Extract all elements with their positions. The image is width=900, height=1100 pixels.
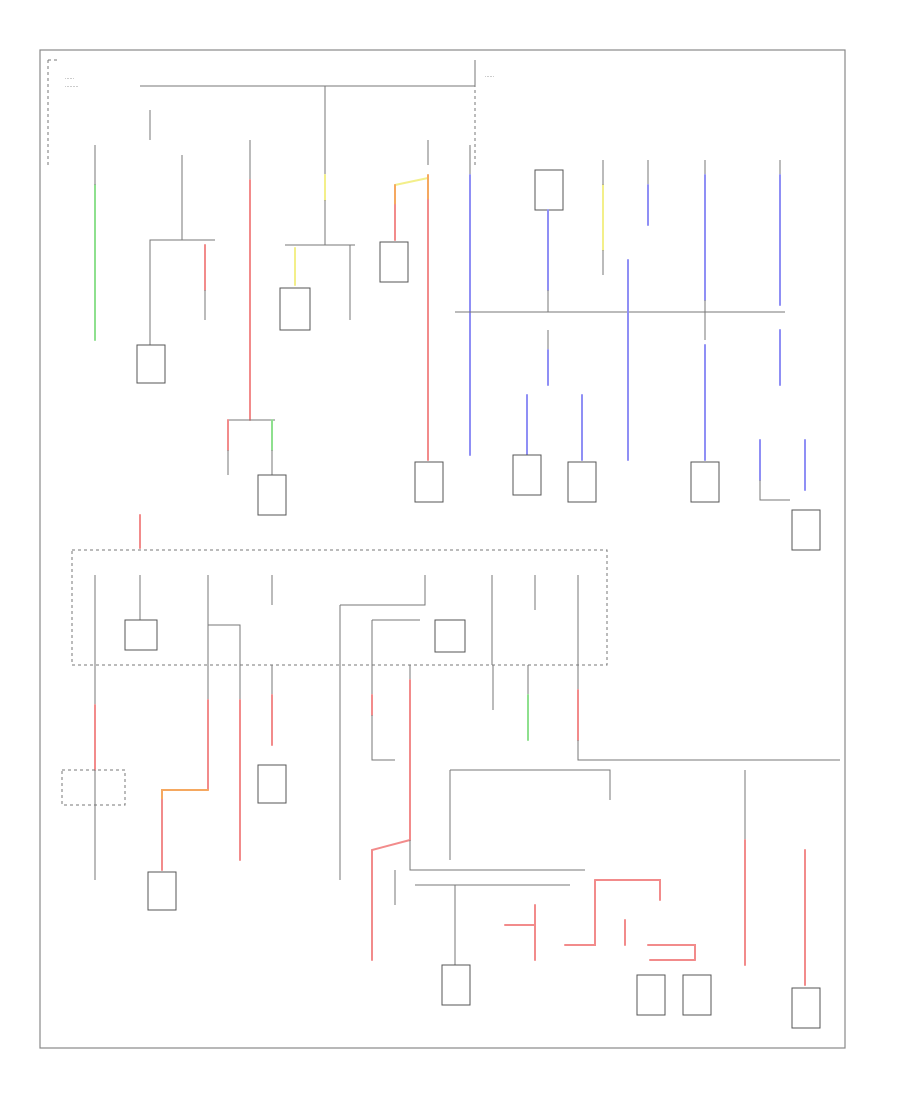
- upper-center-circuits: [379, 140, 444, 503]
- component-box: [136, 344, 166, 384]
- svg-text:⋯⋯: ⋯⋯: [485, 75, 494, 80]
- upper-left-circuits: [94, 110, 355, 516]
- svg-text:⋯⋯⋯: ⋯⋯⋯: [65, 85, 79, 90]
- top-left-source: ⋯⋯ ⋯⋯⋯ ⋯⋯: [47, 59, 494, 165]
- fuse-relay-box: [71, 514, 608, 666]
- lower-circuits: [61, 665, 840, 1029]
- upper-right-circuits: [455, 145, 821, 551]
- diagram-frame: [39, 49, 846, 1049]
- svg-text:⋯⋯: ⋯⋯: [65, 77, 74, 82]
